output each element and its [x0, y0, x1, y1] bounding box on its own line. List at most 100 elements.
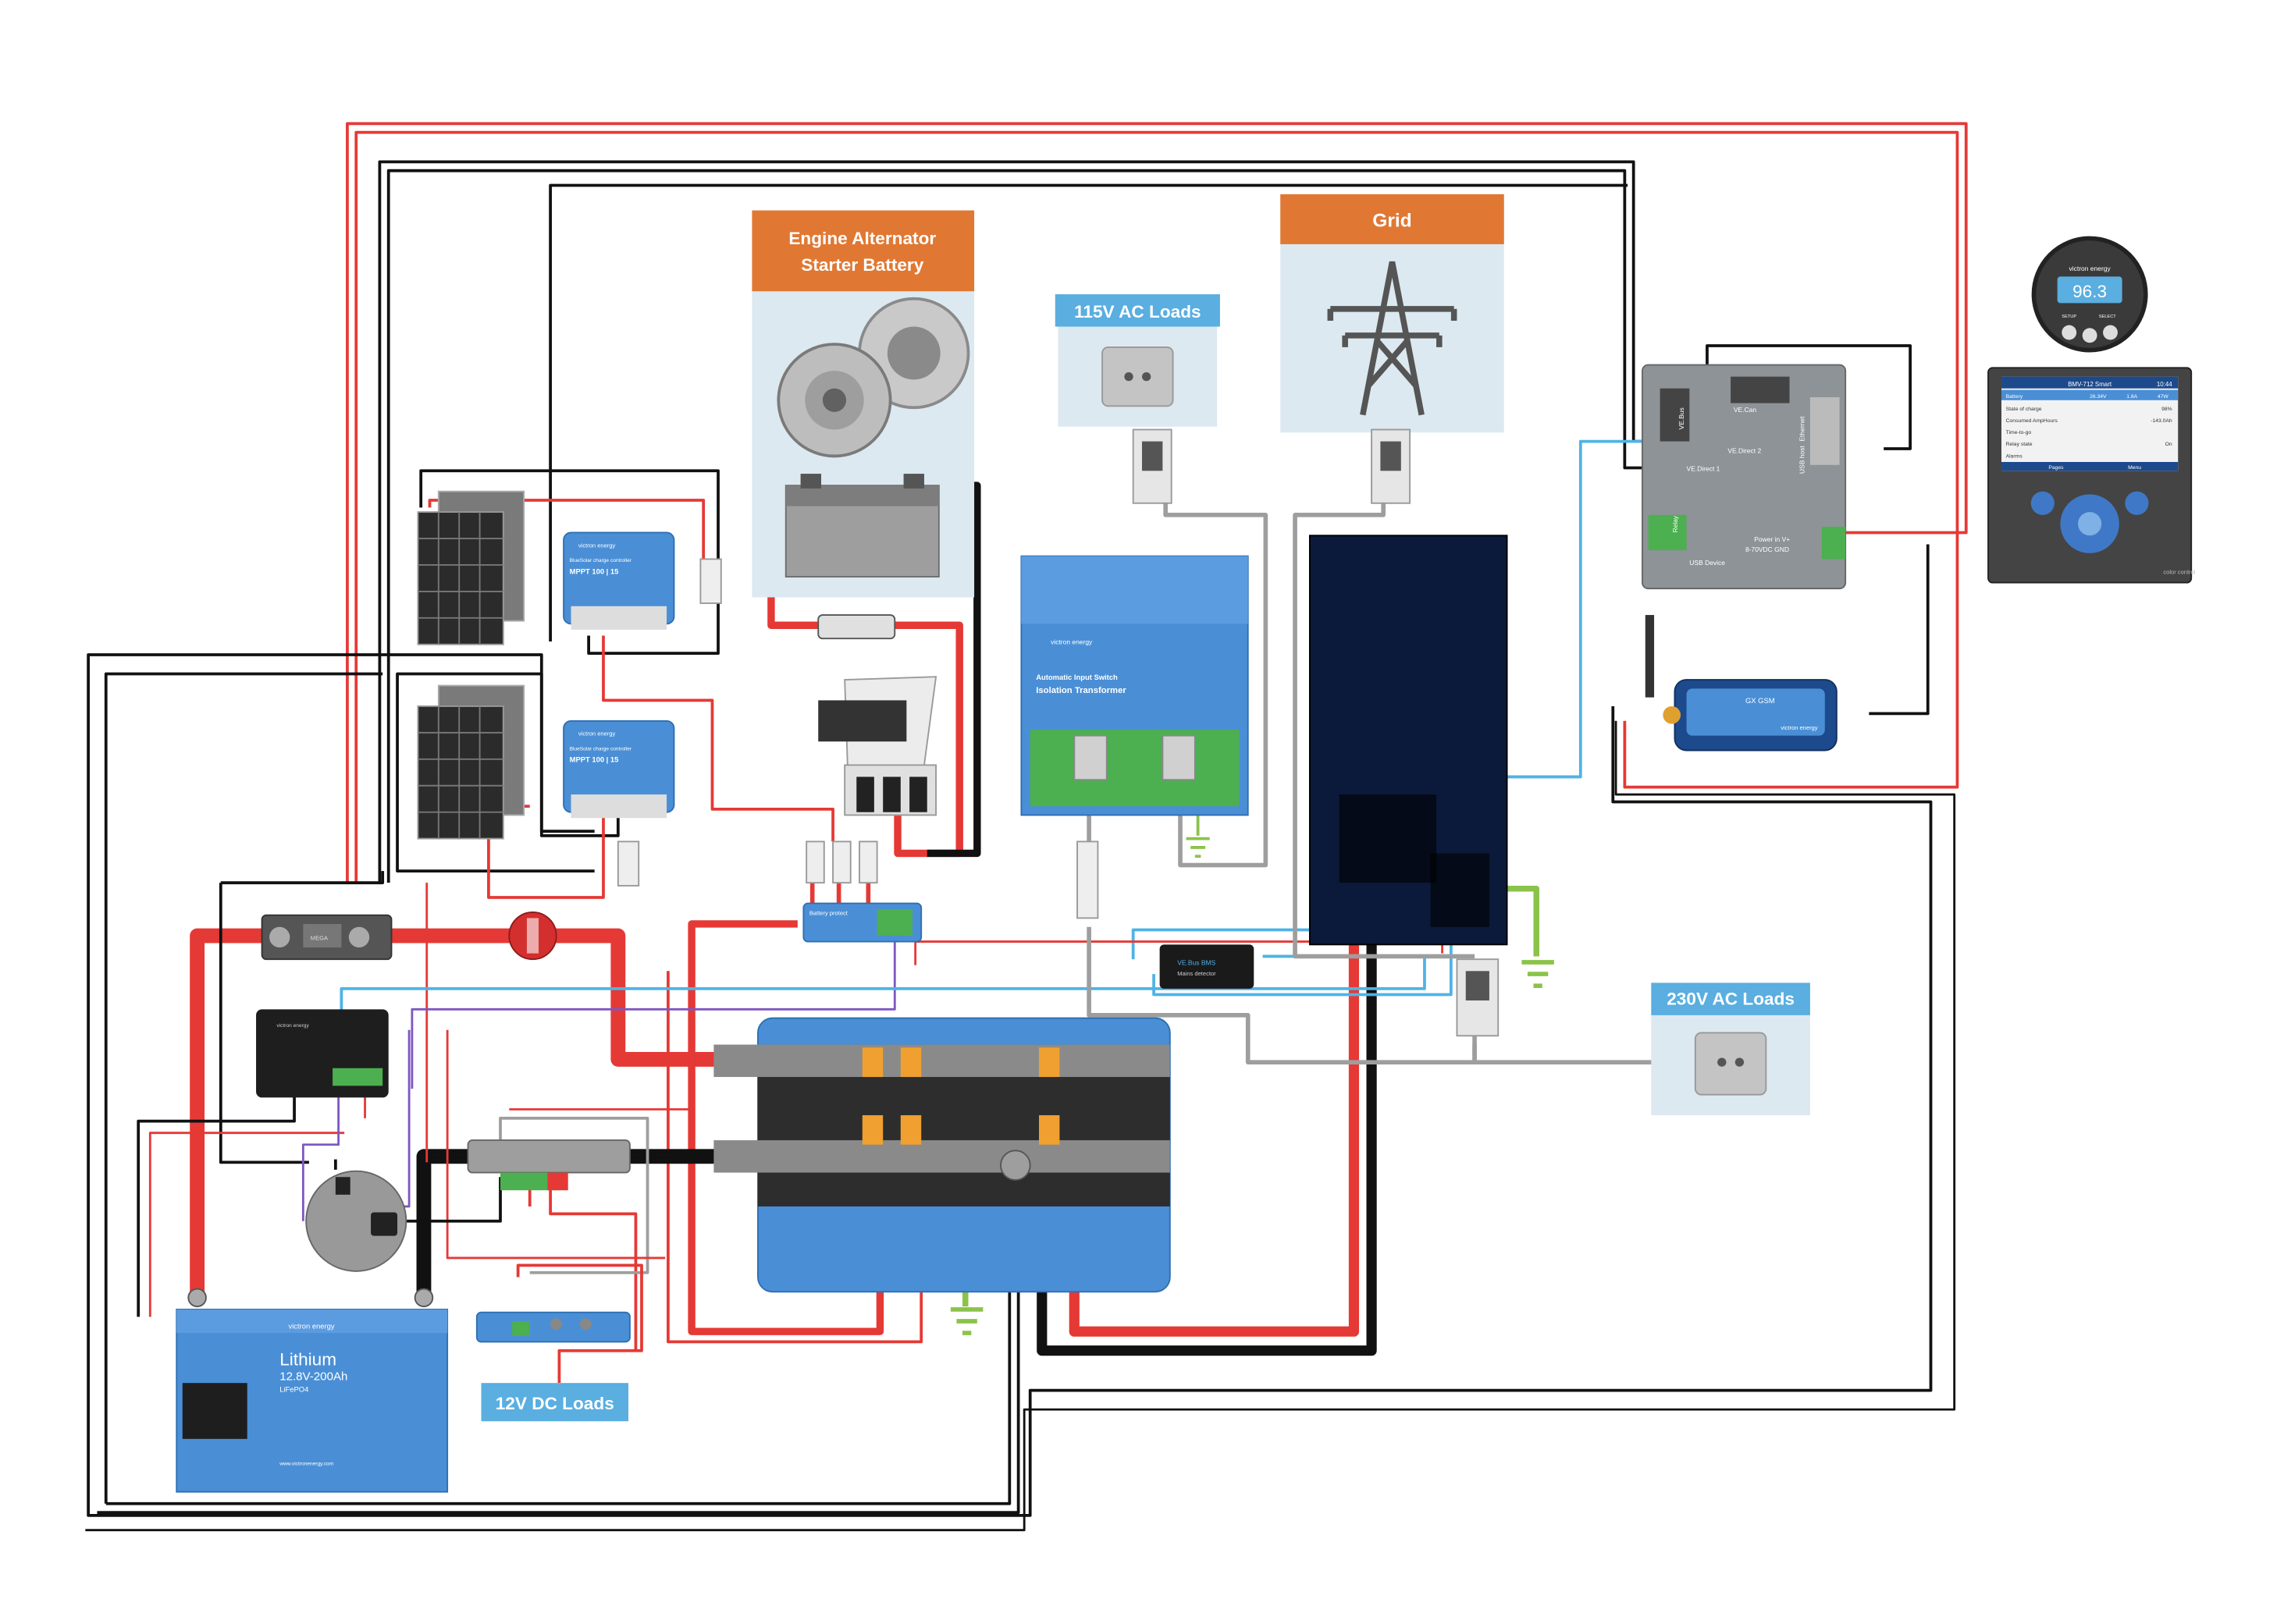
- ac115-panel: 115V AC Loads: [1055, 294, 1220, 427]
- pv-breaker-1: [699, 558, 722, 604]
- wire-green-earth-inv: [1503, 885, 1540, 957]
- fuse-holders: [806, 840, 878, 884]
- ccgx-row4-label: Relay state: [2006, 442, 2033, 447]
- solar-panel-1: [417, 490, 525, 645]
- color-control-gx: BMV-712 Smart 10:44 Battery 26.34V 1.8A …: [1987, 367, 2196, 584]
- mppt1-model: MPPT 100 | 15: [570, 567, 619, 575]
- engine-label-line1: Engine Alternator: [788, 229, 936, 248]
- battery-title: Lithium: [279, 1350, 336, 1370]
- engine-header: [752, 210, 975, 292]
- battery-url: www.victronenergy.com: [279, 1462, 333, 1467]
- ac115-label: 115V AC Loads: [1074, 302, 1201, 322]
- iso-line1: Automatic Input Switch: [1036, 673, 1118, 681]
- ccgx-row4-value: On: [2165, 442, 2172, 447]
- ccgx-row0-v2: 1.8A: [2126, 394, 2137, 400]
- wire-red-12vdc: [516, 1263, 643, 1384]
- ccgx-time: 10:44: [2157, 381, 2172, 388]
- grid-panel: Grid: [1280, 194, 1504, 433]
- wire-black-bmv: [333, 1159, 502, 1223]
- gx-relay: Relay: [1671, 515, 1679, 532]
- gx-usbhost: USB host: [1798, 446, 1805, 474]
- bms-brand: victron energy: [276, 1023, 309, 1029]
- gx-power1: Power in V+: [1754, 535, 1790, 543]
- isolation-transformer: victron energy Automatic Input Switch Is…: [1020, 555, 1249, 816]
- starter-battery: [784, 474, 940, 577]
- wire-red-mppt2: [487, 805, 605, 899]
- ccgx-footer-right: Menu: [2128, 465, 2141, 471]
- ccgx-row5-label: Alarms: [2006, 453, 2023, 459]
- gx-device: VE.Can VE.Direct 2 VE.Direct 1 USB Devic…: [1642, 364, 1847, 590]
- wire-red-mppt1: [602, 635, 834, 842]
- mppt2-subtitle: BlueSolar charge controller: [570, 747, 632, 752]
- bmv-brand: victron energy: [2069, 265, 2111, 272]
- ac230-label: 230V AC Loads: [1667, 990, 1795, 1009]
- iso-line2: Isolation Transformer: [1036, 686, 1126, 695]
- ac115-header: [1055, 294, 1220, 327]
- iso-brand: victron energy: [1051, 638, 1093, 646]
- mppt1-brand: victron energy: [578, 542, 616, 549]
- battery-switch: [508, 911, 557, 961]
- ac230-panel: 230V AC Loads: [1651, 983, 1810, 1116]
- ccgx-row1-value: 98%: [2161, 407, 2172, 412]
- ccgx-row1-label: State of charge: [2006, 407, 2042, 412]
- gx-vedirect2: VE.Direct 2: [1727, 447, 1761, 455]
- breaker-115: [1132, 428, 1172, 504]
- wire-blue-bms: [340, 954, 1426, 1013]
- breaker-grid: [1371, 428, 1411, 504]
- mega-fuse-holder: MEGA: [261, 914, 393, 961]
- bmv712-display: victron energy 96.3 SETUP SELECT: [2031, 236, 2148, 353]
- mppt-controller-2: victron energy BlueSolar charge controll…: [563, 720, 675, 819]
- gx-gsm: GX GSM victron energy: [1645, 615, 1838, 752]
- wire-black-gx-bmv: [1869, 544, 1930, 716]
- ccgx-title: BMV-712 Smart: [2068, 381, 2112, 388]
- ccgx-row0-v3: 47W: [2158, 394, 2169, 400]
- wire-black-lynx: [137, 1089, 296, 1317]
- wire-black-top: [549, 183, 1628, 641]
- mppt-controller-1: victron energy BlueSolar charge controll…: [563, 531, 675, 630]
- gsm-brand: victron energy: [1781, 724, 1818, 731]
- engine-label-line2: Starter Battery: [801, 255, 923, 275]
- grid-header: [1280, 194, 1504, 244]
- wire-red-mppt1-panel: [428, 499, 706, 565]
- wire-red-outer-2: [354, 130, 1959, 883]
- lithium-battery: victron energy Lithium 12.8V-200Ah LiFeP…: [176, 1288, 449, 1493]
- wire-black-outer-4: [85, 720, 1956, 1532]
- wire-gray-230: [1472, 1044, 1655, 1065]
- socket-115-icon: [1101, 346, 1174, 407]
- wire-black-frame: [104, 672, 1012, 1505]
- pv-breaker-2: [617, 840, 640, 887]
- socket-230-icon: [1694, 1032, 1767, 1096]
- shunt: [467, 1139, 631, 1191]
- wire-blue-gx: [1507, 439, 1645, 779]
- gx-vebus: VE.Bus: [1677, 407, 1685, 429]
- gx-usbdevice: USB Device: [1689, 559, 1725, 567]
- alt-fuse: [817, 614, 896, 640]
- gx-power2: 8-70VDC GND: [1745, 545, 1789, 553]
- battery-protect: Battery protect: [802, 902, 923, 943]
- wire-gray-115: [1163, 500, 1268, 868]
- smart-bms: victron energy: [256, 1009, 389, 1098]
- vebus-bms-line2: Mains detector: [1177, 970, 1216, 977]
- grid-label: Grid: [1372, 210, 1411, 231]
- wire-red-main: [190, 928, 721, 1295]
- wire-red-fuse: [425, 883, 689, 1260]
- wire-red-inv-bp: [914, 940, 1444, 965]
- wire-purple-bms: [301, 941, 896, 1221]
- ccgx-row0-v1: 26.34V: [2090, 394, 2107, 400]
- ccgx-row3-label: Time-to-go: [2006, 430, 2032, 435]
- mppt1-subtitle: BlueSolar charge controller: [570, 558, 632, 563]
- gx-ethernet: Ethernet: [1798, 416, 1805, 442]
- multiplus-inverter: [1308, 535, 1508, 946]
- ccgx-footer-left: Pages: [2048, 465, 2064, 471]
- alternator-icon: [777, 297, 970, 458]
- wire-gray-grid: [1293, 500, 1475, 959]
- bmv-select: SELECT: [2099, 314, 2116, 319]
- wire-blue-inv-2: [1152, 941, 1453, 997]
- ccgx-row0-label: Battery: [2006, 394, 2023, 400]
- bp-label: Battery protect: [809, 910, 848, 917]
- wire-black-outer-2: [386, 169, 1645, 883]
- ccgx-row2-label: Consumed AmpHours: [2006, 418, 2058, 424]
- gsm-title: GX GSM: [1745, 696, 1775, 705]
- dc12-label-box: 12V DC Loads: [481, 1383, 629, 1422]
